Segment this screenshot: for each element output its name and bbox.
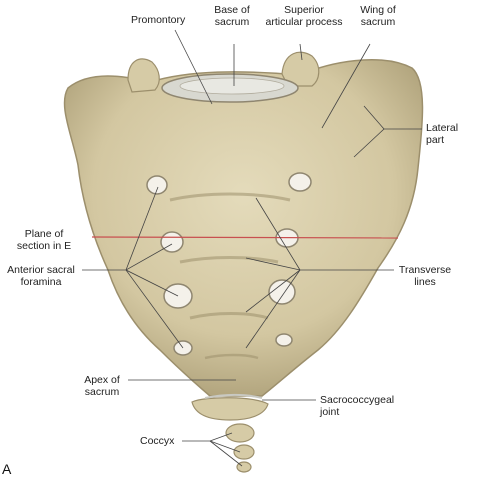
transverse-ridge-2: [179, 256, 279, 264]
sacrococcygeal-joint-disc: [204, 394, 263, 399]
leader-transverse-2: [245, 257, 301, 271]
coccyx-segment-1: [191, 397, 269, 421]
transverse-ridge-3: [189, 312, 269, 320]
label-lateral-part-line2: part: [426, 134, 445, 146]
leader-foramina-4: [125, 269, 184, 349]
foramen-right-4: [275, 333, 293, 347]
leader-coccyx-3: [209, 440, 243, 467]
leader-foramina-1: [125, 186, 159, 271]
leader-wing-of-sacrum: [321, 43, 371, 129]
label-superior-articular-process-line2: articular process: [265, 16, 343, 28]
leader-transverse-3: [245, 269, 301, 313]
label-promontory: Promontory: [131, 14, 186, 26]
leader-lines: [82, 29, 422, 467]
label-base-of-sacrum-line2: sacrum: [214, 16, 250, 28]
label-lateral-part-line1: Lateral: [426, 122, 459, 134]
label-coccyx: Coccyx: [140, 435, 175, 447]
leader-promontory: [174, 29, 213, 105]
coccyx-segment-2: [225, 423, 255, 443]
label-transverse-lines-line2: lines: [414, 276, 436, 288]
label-superior-articular-process: Superior articular process: [258, 4, 350, 28]
transverse-ridge-4: [204, 353, 259, 360]
leader-superior-articular-process: [299, 43, 303, 61]
label-wing-of-sacrum-line2: sacrum: [360, 16, 396, 28]
label-anterior-sacral-foramina-line2: foramina: [20, 276, 62, 288]
label-anterior-sacral-foramina: Anterior sacral foramina: [0, 264, 82, 288]
label-lateral-part: Lateral part: [426, 122, 458, 146]
label-base-of-sacrum-line1: Base of: [214, 4, 250, 16]
leader-foramina-2: [125, 243, 173, 271]
label-sacrococcygeal-joint: Sacrococcygeal joint: [320, 394, 394, 418]
leader-transverse-1: [255, 197, 301, 271]
label-plane-of-section: Plane of section in E: [2, 228, 86, 252]
leader-transverse-4: [245, 269, 301, 349]
coccyx-segment-3: [233, 444, 255, 460]
label-transverse-lines-line1: Transverse: [398, 264, 452, 276]
plane-of-section-line: [91, 236, 399, 239]
label-transverse-lines: Transverse lines: [394, 264, 456, 288]
left-superior-articular-process: [127, 58, 160, 93]
foramen-left-1: [146, 175, 168, 195]
leader-foramina-3: [125, 269, 179, 297]
base-of-sacrum-inner: [179, 77, 285, 95]
panel-letter: A: [2, 461, 12, 477]
label-anterior-sacral-foramina-line1: Anterior sacral: [7, 264, 75, 276]
label-plane-of-section-line2: section in E: [16, 240, 72, 252]
label-sacrococcygeal-joint-line2: joint: [320, 406, 340, 418]
foramen-right-1: [288, 172, 312, 192]
label-superior-articular-process-line1: Superior: [284, 4, 324, 16]
foramen-left-2: [160, 231, 184, 253]
label-wing-of-sacrum: Wing of sacrum: [350, 4, 406, 28]
label-wing-of-sacrum-line1: Wing of: [360, 4, 396, 16]
right-superior-articular-process: [281, 51, 320, 87]
transverse-ridge-1: [169, 192, 291, 202]
label-apex-of-sacrum-line1: Apex of: [84, 374, 120, 386]
label-apex-of-sacrum: Apex of sacrum: [78, 374, 126, 398]
leader-coccyx-2: [209, 440, 241, 453]
label-base-of-sacrum: Base of sacrum: [202, 4, 262, 28]
label-plane-of-section-line1: Plane of: [24, 228, 64, 240]
sacrum-body: [63, 59, 424, 397]
leader-coccyx-1: [209, 432, 233, 442]
label-apex-of-sacrum-line2: sacrum: [84, 386, 120, 398]
label-sacrococcygeal-joint-line1: Sacrococcygeal: [320, 394, 395, 406]
